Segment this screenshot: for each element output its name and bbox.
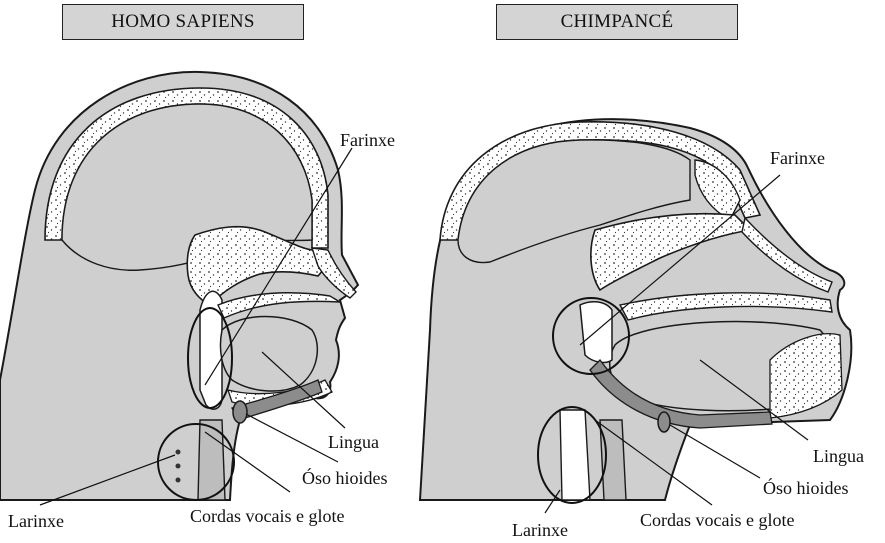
label-chimp-vocal-cords: Cordas vocais e glote bbox=[640, 510, 794, 530]
human-larynx-ring bbox=[176, 450, 181, 455]
leader-human-hyoid bbox=[246, 414, 338, 462]
label-human-larynx: Larinxe bbox=[8, 511, 64, 531]
label-chimp-larynx: Larinxe bbox=[512, 520, 568, 540]
label-human-pharynx: Farinxe bbox=[340, 130, 395, 150]
label-human-tongue: Lingua bbox=[328, 432, 379, 452]
human-larynx bbox=[198, 420, 225, 500]
human-larynx-ring bbox=[176, 464, 181, 469]
label-human-vocal-cords: Cordas vocais e glote bbox=[190, 506, 344, 526]
chimp-larynx bbox=[560, 410, 590, 500]
human-head bbox=[0, 72, 358, 500]
chimp-head bbox=[420, 119, 851, 503]
chimp-hyoid-bone bbox=[658, 412, 670, 432]
human-tongue bbox=[220, 317, 317, 392]
label-chimp-tongue: Lingua bbox=[813, 446, 864, 466]
human-hyoid-bone bbox=[233, 401, 247, 423]
label-chimp-pharynx: Farinxe bbox=[770, 148, 825, 168]
chimp-trachea bbox=[600, 420, 626, 500]
label-chimp-hyoid: Óso hioides bbox=[763, 477, 849, 498]
label-human-hyoid: Óso hioides bbox=[302, 467, 388, 488]
human-larynx-ring bbox=[176, 478, 181, 483]
leader-chimp-hyoid bbox=[670, 425, 760, 478]
